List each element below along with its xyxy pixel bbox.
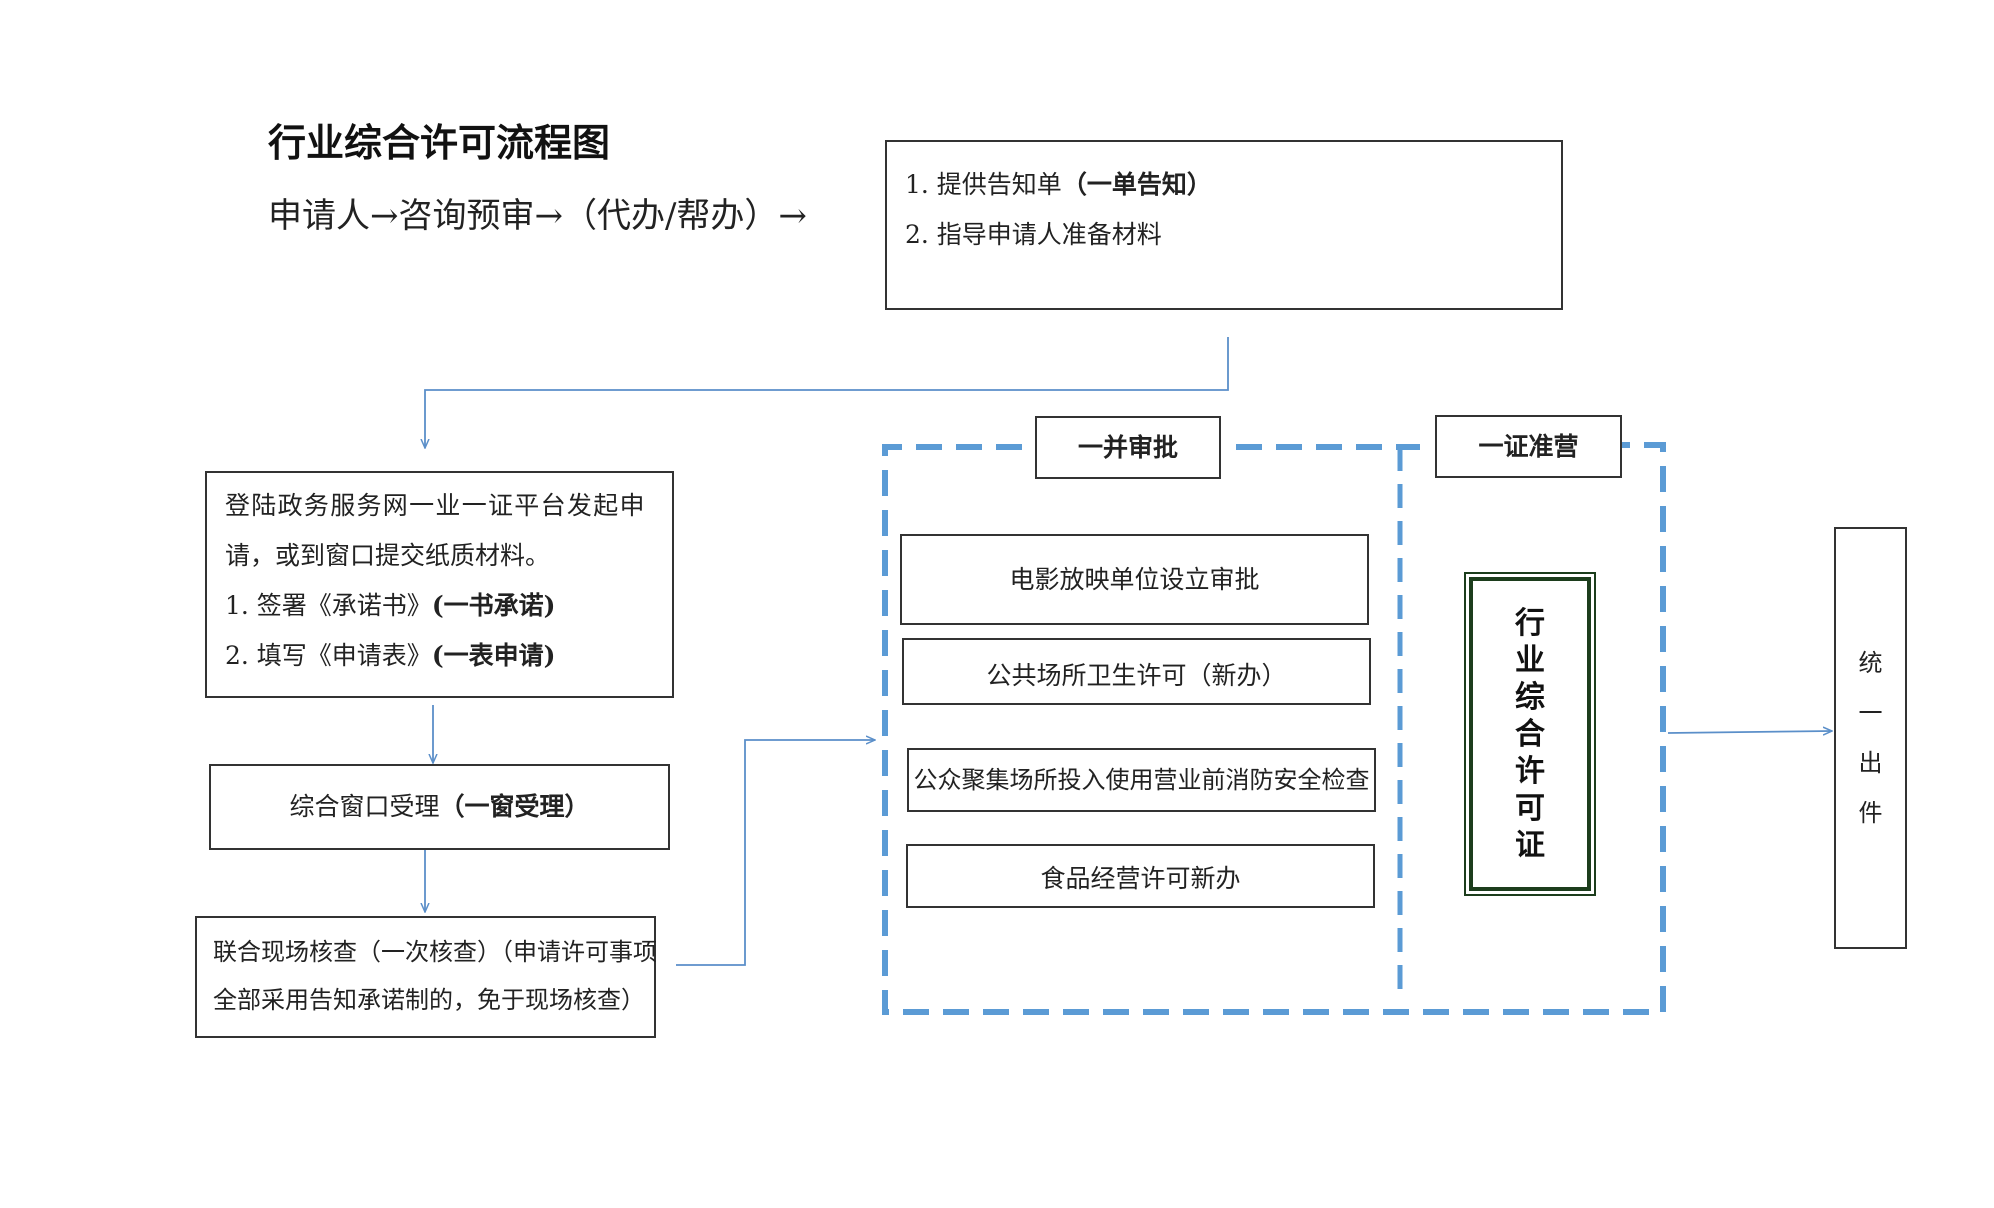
arrow-license-to-output — [1667, 731, 1832, 733]
approval-region-border — [882, 442, 1666, 1015]
approval-item: 食品经营许可新办 — [906, 844, 1375, 908]
notice-item-1-text: 1. 提供告知单 — [905, 170, 1062, 199]
apply-item-2-tag: (一表申请) — [431, 641, 556, 670]
license-char: 可 — [1515, 790, 1545, 826]
flow-summary: 申请人→咨询预审→（代办/帮办）→ — [268, 196, 807, 236]
license-char: 行 — [1515, 605, 1545, 641]
apply-item-2: 2. 填写《申请表》(一表申请) — [225, 631, 672, 681]
approval-item: 电影放映单位设立审批 — [900, 534, 1369, 625]
apply-item-1-tag: (一书承诺) — [431, 591, 556, 620]
window-accept-tag: （一窗受理） — [439, 792, 590, 821]
notice-item-1-tag: （一单告知） — [1061, 170, 1212, 199]
license-char: 综 — [1515, 679, 1545, 715]
inspect-line-2: 全部采用告知承诺制的，免于现场核查） — [213, 986, 645, 1014]
approval-item: 公共场所卫生许可（新办） — [902, 638, 1371, 705]
output-char: 一 — [1858, 699, 1883, 727]
license-char: 业 — [1515, 642, 1545, 678]
notice-item-2: 2. 指导申请人准备材料 — [905, 220, 1162, 249]
license-char: 合 — [1515, 716, 1545, 752]
output-char: 统 — [1858, 649, 1883, 677]
apply-line-1: 登陆政务服务网一业一证平台发起申 — [225, 491, 646, 520]
apply-item-1: 1. 签署《承诺书》(一书承诺) — [225, 581, 672, 631]
window-accept-box: 综合窗口受理（一窗受理） — [209, 764, 670, 850]
window-accept-text: 综合窗口受理 — [289, 792, 440, 821]
one-license-label: 一证准营 — [1435, 415, 1622, 478]
notice-item-1: 1. 提供告知单（一单告知） — [905, 160, 1561, 210]
arrow-notice-to-apply — [425, 337, 1229, 448]
apply-line-2: 请，或到窗口提交纸质材料。 — [225, 541, 551, 570]
notice-box: 1. 提供告知单（一单告知） 2. 指导申请人准备材料 — [885, 140, 1563, 310]
arrow-inspect-to-approval — [676, 740, 875, 966]
apply-item-2-text: 2. 填写《申请表》 — [225, 641, 432, 670]
output-char: 出 — [1858, 749, 1883, 777]
unified-output-box: 统 一 出 件 — [1834, 527, 1907, 949]
license-char: 证 — [1515, 827, 1545, 863]
apply-box: 登陆政务服务网一业一证平台发起申 请，或到窗口提交纸质材料。 1. 签署《承诺书… — [205, 471, 674, 698]
inspect-box: 联合现场核查（一次核查）（申请许可事项 全部采用告知承诺制的，免于现场核查） — [195, 916, 657, 1038]
industry-license-box: 行 业 综 合 许 可 证 — [1464, 572, 1596, 896]
approval-item: 公众聚集场所投入使用营业前消防安全检查 — [907, 748, 1376, 812]
output-char: 件 — [1858, 799, 1883, 827]
approve-together-label: 一并审批 — [1035, 416, 1221, 479]
license-char: 许 — [1515, 753, 1545, 789]
apply-item-1-text: 1. 签署《承诺书》 — [225, 591, 432, 620]
page-title: 行业综合许可流程图 — [268, 121, 611, 165]
inspect-line-1: 联合现场核查（一次核查）（申请许可事项 — [213, 938, 657, 966]
